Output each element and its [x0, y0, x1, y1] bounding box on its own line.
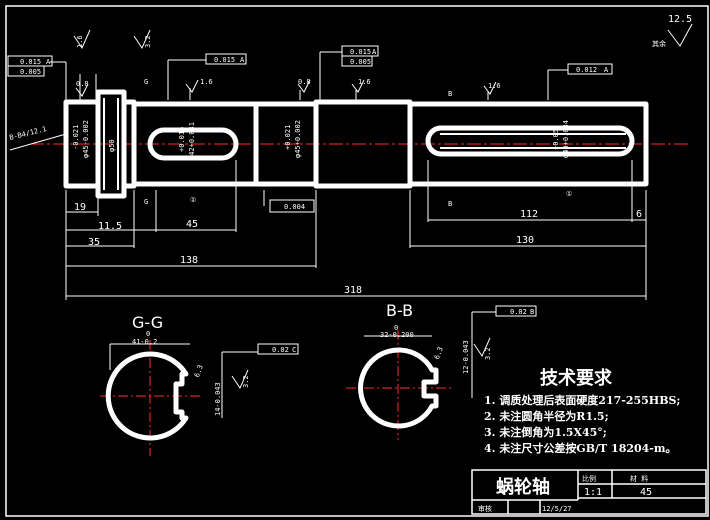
- fit-3b: φ42+0.041: [188, 122, 196, 160]
- section-bb-title: B-B: [386, 301, 413, 320]
- tol-runout-4: 0.012: [576, 66, 597, 74]
- fit-1: -0.021: [72, 125, 80, 150]
- dim-130: 130: [516, 235, 534, 246]
- section-gg-depth: 14-0.043: [214, 382, 222, 416]
- section-gg-zero: 0: [146, 330, 150, 338]
- tol-cyl: 0.004: [284, 203, 305, 211]
- roughness-16-d: 1.6: [488, 82, 501, 90]
- roughness-63-a: 6.3: [193, 364, 205, 379]
- requirement-1: 1. 调质处理后表面硬度217-255HBS;: [484, 393, 681, 407]
- material-label: 材 料: [630, 474, 648, 483]
- roughness-general: 12.5: [668, 14, 692, 25]
- title-block: [471, 469, 707, 515]
- section-bb-zero: 0: [394, 324, 398, 332]
- roughness-32-b: 3.2: [242, 375, 250, 388]
- scale-value: 1:1: [584, 487, 602, 498]
- marker-g-bot: G: [144, 198, 148, 206]
- section-gg: [100, 340, 258, 456]
- roughness-symbols: [73, 23, 693, 390]
- dim-318: 318: [344, 285, 362, 296]
- dim-138: 138: [180, 255, 198, 266]
- material-value: 45: [640, 487, 652, 498]
- dim-45: 45: [186, 219, 198, 230]
- marker-circle-2: ①: [566, 190, 572, 198]
- requirement-2: 2. 未注圆角半径为R1.5;: [484, 409, 609, 423]
- tol-runout-2: 0.015: [214, 56, 235, 64]
- drawing-border: [5, 5, 709, 517]
- tol-datum-b: B: [530, 308, 534, 316]
- marker-b-bot: B: [448, 200, 452, 208]
- tol-sym-c: 0.02: [272, 346, 289, 354]
- tol-datum-3: A: [372, 48, 377, 56]
- marker-circle-1: ①: [190, 196, 196, 204]
- fit-1b: φ45-0.002: [82, 120, 90, 158]
- fit-3: +0.016: [178, 127, 186, 152]
- roughness-32-a: 3.2: [144, 35, 152, 48]
- roughness-16-b: 1.6: [200, 78, 213, 86]
- roughness-08-b: 0.8: [298, 78, 311, 86]
- tol-sym-b: 0.02: [510, 308, 527, 316]
- scale-label: 比例: [582, 474, 596, 483]
- tolerance-frames: [7, 45, 613, 355]
- tol-runout-1: 0.015: [20, 58, 41, 66]
- section-bb: [346, 311, 496, 440]
- roughness-16-a: 1.6: [76, 35, 84, 48]
- keyway-left: [147, 127, 239, 161]
- fit-4: +0.021: [284, 125, 292, 150]
- thread-note: B-B4/12.1: [9, 125, 48, 142]
- tol-datum-2: A: [240, 56, 245, 64]
- dim-35: 35: [88, 237, 100, 248]
- roughness-16-c: 1.6: [358, 78, 371, 86]
- marker-g-top: G: [144, 78, 148, 86]
- fit-4b: φ45+0.002: [294, 120, 302, 158]
- dim-11-5: 11.5: [98, 221, 122, 232]
- dimension-lines: [9, 51, 647, 300]
- roughness-63-b: 6.3: [433, 346, 445, 361]
- section-bb-depth: 12-0.043: [462, 340, 470, 374]
- keyway-right: [425, 125, 635, 157]
- part-name: 蜗轮轴: [496, 476, 550, 498]
- fit-5: +0.05: [552, 129, 560, 150]
- section-bb-width: 32-0.200: [380, 331, 414, 339]
- shaft-outline: [63, 89, 649, 199]
- requirement-3: 3. 未注倒角为1.5X45°;: [484, 425, 607, 439]
- fit-2: φ50: [108, 139, 116, 152]
- requirement-4: 4. 未注尺寸公差按GB/T 18204-m。: [484, 441, 677, 455]
- roughness-32-c: 3.2: [484, 347, 492, 360]
- roughness-general-note: 其余: [652, 39, 666, 48]
- dim-6: 6: [636, 209, 642, 220]
- marker-b-top: B: [448, 90, 452, 98]
- tol-flat-2: 0.005: [350, 58, 371, 66]
- dim-112: 112: [520, 209, 538, 220]
- section-gg-title: G-G: [132, 313, 163, 332]
- fit-5b: φ40+0.034: [562, 120, 570, 158]
- drawing-date: 12/5/27: [542, 505, 572, 513]
- dim-19: 19: [74, 202, 86, 213]
- tol-datum-1: A: [46, 58, 51, 66]
- section-gg-width: 41-0.2: [132, 338, 157, 346]
- tol-runout-3: 0.015: [350, 48, 371, 56]
- tol-datum-c: C: [292, 346, 296, 354]
- tol-datum-4: A: [604, 66, 609, 74]
- tol-flat-1: 0.005: [20, 68, 41, 76]
- roughness-08-a: 0.8: [76, 80, 89, 88]
- drawn-label: 审核: [478, 504, 492, 513]
- requirements-heading: 技术要求: [540, 367, 613, 389]
